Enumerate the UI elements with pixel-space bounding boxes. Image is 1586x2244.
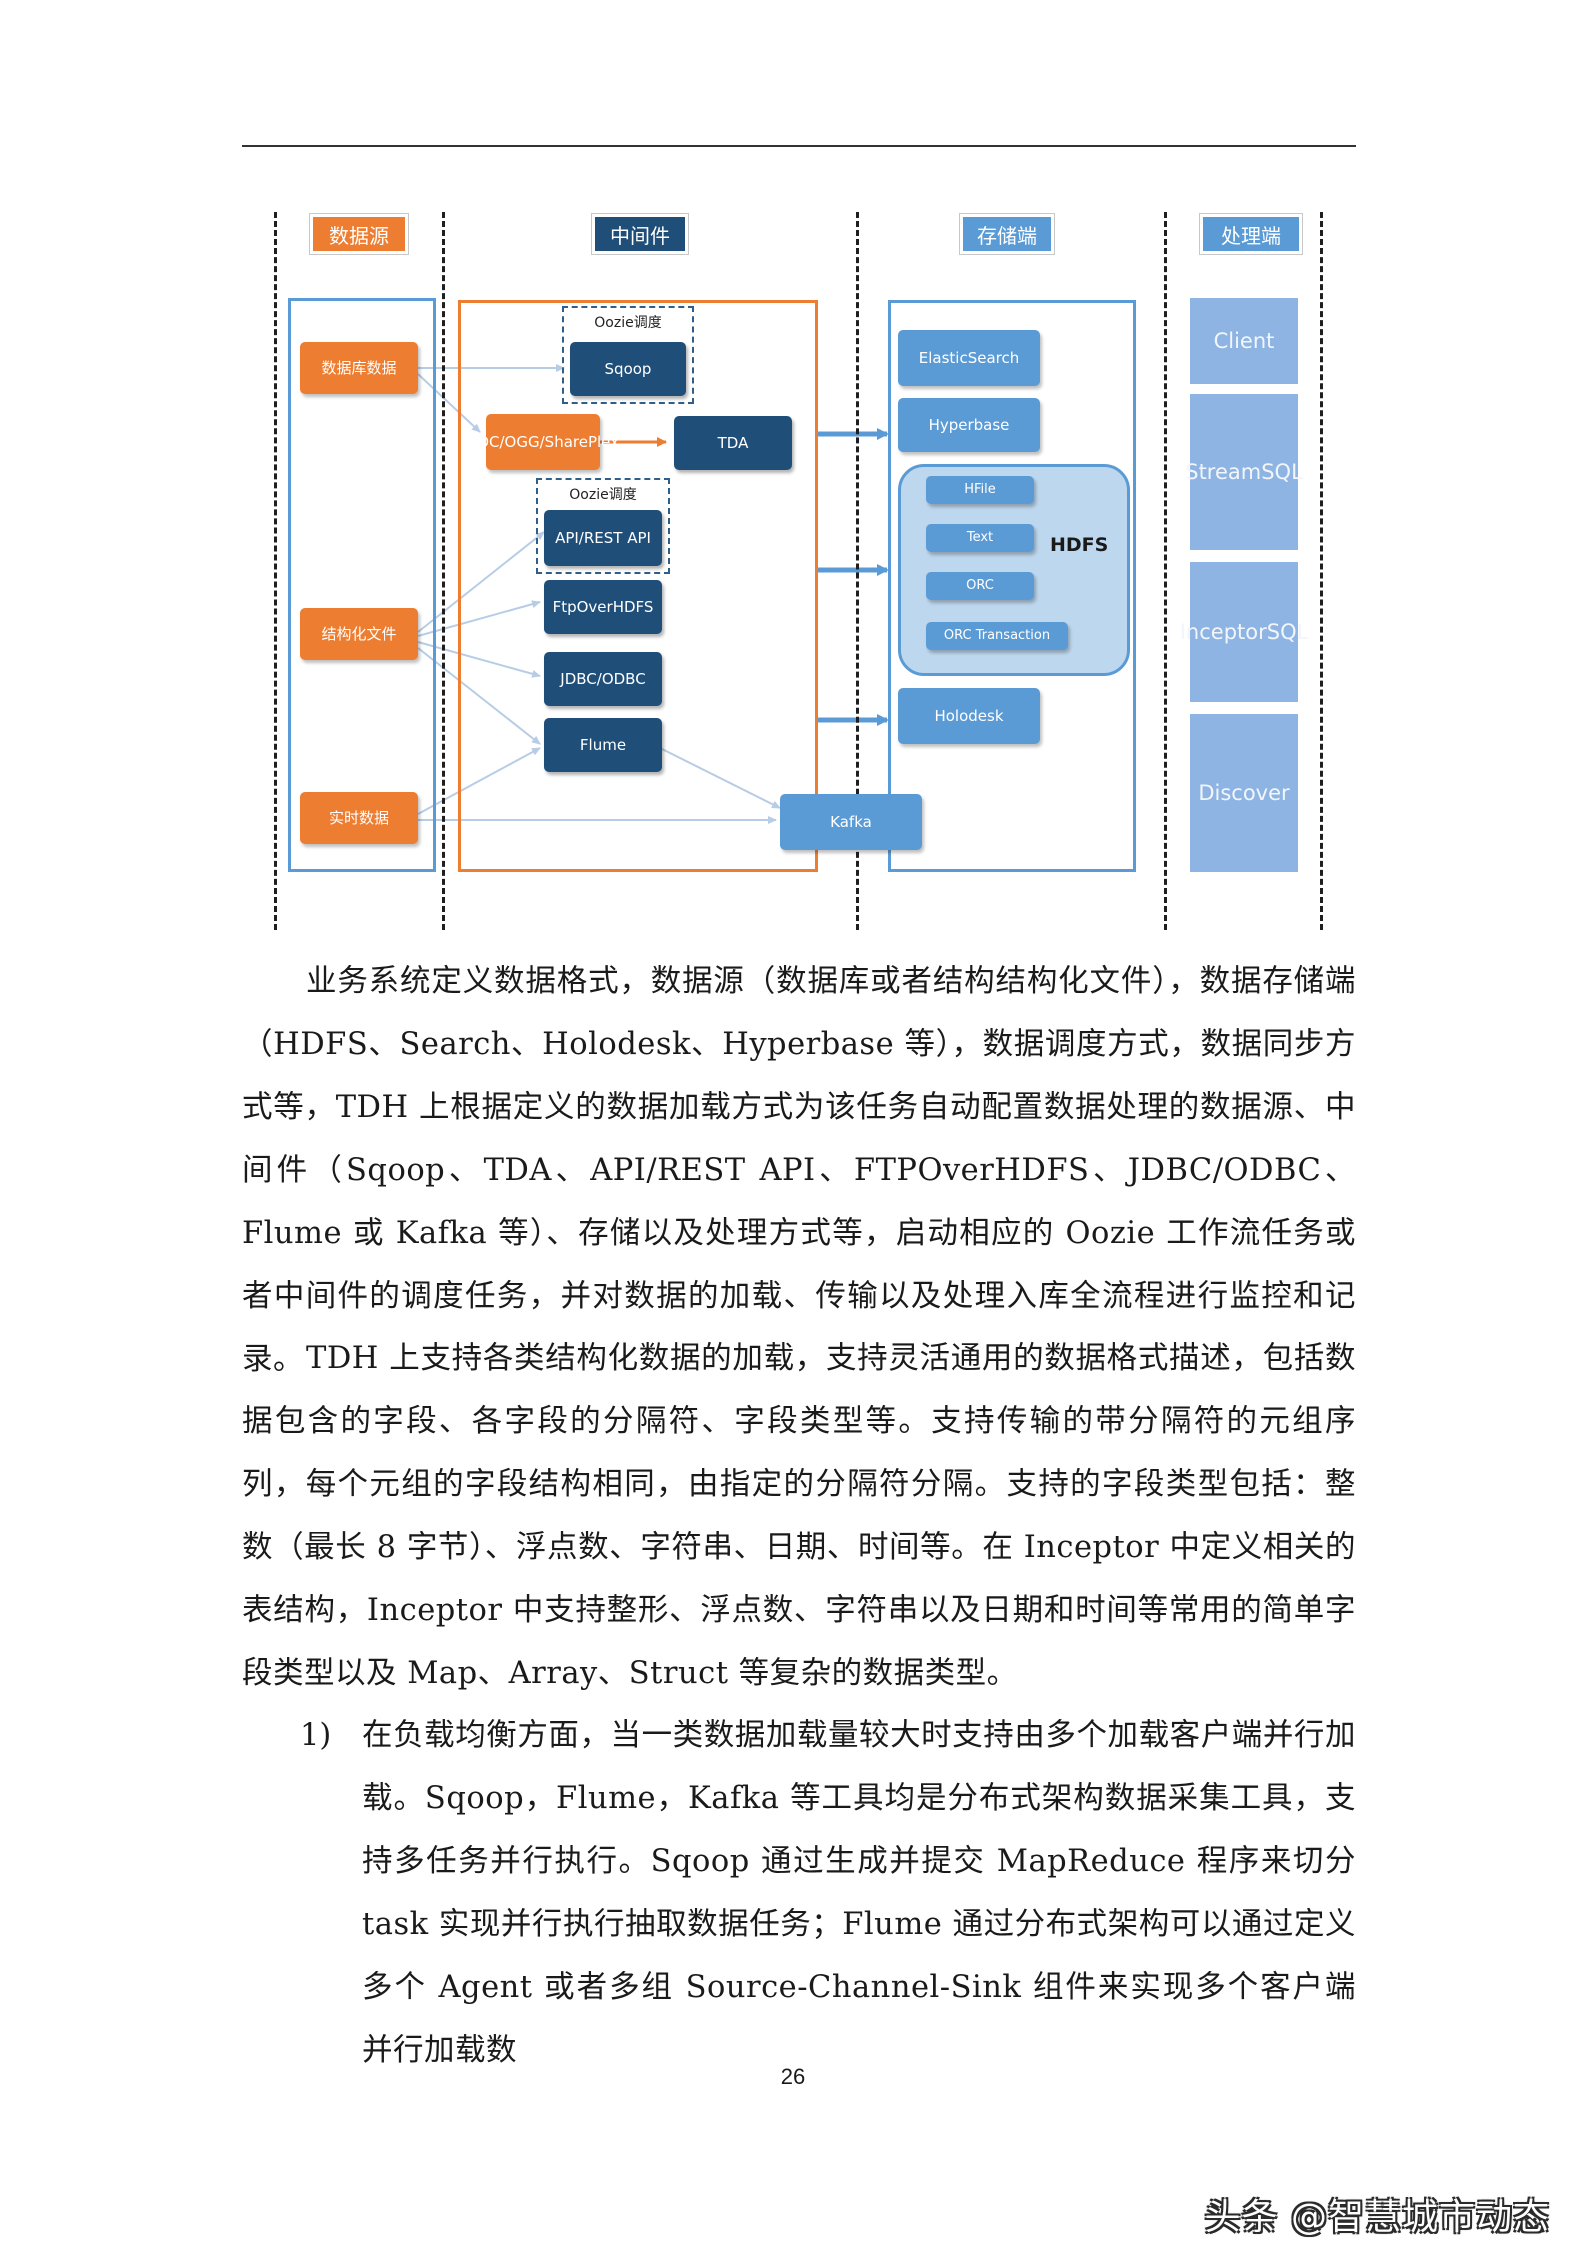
inceptor-sql-line2: SQL — [1266, 619, 1309, 644]
paragraph-1: 业务系统定义数据格式，数据源（数据库或者结构结构化文件），数据存储端（HDFS、… — [242, 964, 1356, 1377]
oozie-schedule-group: Oozie调度 — [562, 306, 694, 404]
source-realtime: 实时数据 — [300, 792, 418, 844]
watermark: 头条 @智慧城市动态 — [1204, 2197, 1550, 2238]
node-holodesk: Holodesk — [898, 688, 1040, 744]
node-elasticsearch: ElasticSearch — [898, 330, 1040, 386]
column-separator — [442, 212, 445, 930]
oozie-schedule-label: Oozie调度 — [569, 487, 637, 503]
source-link-lines — [417, 364, 781, 824]
node-text: Text — [926, 524, 1034, 552]
stream-sql-line2: SQL — [1261, 459, 1303, 484]
cdc-label-line1: CDC/OGG/ — [467, 432, 545, 451]
node-hfile: HFile — [926, 476, 1034, 504]
list-item-text: 在负载均衡方面，当一类数据加载量较大时支持由多个加载客户端并行加载。Sqoop，… — [362, 1718, 1356, 2068]
node-jdbc-odbc: JDBC/ODBC — [544, 652, 662, 706]
middleware-frame — [458, 300, 818, 872]
node-sqoop: Sqoop — [570, 342, 686, 396]
inceptor-sql-line1: Inceptor — [1179, 619, 1267, 644]
proc-inceptor-sql: Inceptor SQL — [1180, 562, 1308, 702]
architecture-diagram: 数据源 中间件 存储端 处理端 数据库数据 结构化文件 实时数据 Oozie调度… — [262, 200, 1342, 940]
column-separator — [1320, 212, 1323, 930]
header-rule — [242, 145, 1356, 147]
node-tda: TDA — [674, 416, 792, 470]
header-data-source: 数据源 — [309, 213, 409, 255]
node-orc-transaction: ORC Transaction — [926, 622, 1068, 650]
node-flume: Flume — [544, 718, 662, 772]
column-separator — [1164, 212, 1167, 930]
storage-frame — [888, 300, 1136, 872]
node-cdc-ogg-shareplex: CDC/OGG/ SharePlex — [467, 414, 619, 470]
source-structured-file: 结构化文件 — [300, 608, 418, 660]
proc-stream-sql: Stream SQL — [1185, 394, 1303, 550]
node-kafka: Kafka — [780, 794, 922, 850]
node-orc: ORC — [926, 572, 1034, 600]
paragraph-2: TDH 上支持各类结构化数据的加载，支持灵活通用的数据格式描述，包括数据包含的字… — [242, 1341, 1356, 1691]
list-item-number: 1) — [300, 1718, 332, 1753]
node-api-rest: API/REST API — [544, 510, 662, 566]
page-number: 26 — [780, 2064, 806, 2089]
node-hyperbase: Hyperbase — [898, 398, 1040, 452]
diagram-links — [417, 364, 889, 824]
oozie-schedule-label: Oozie调度 — [594, 315, 662, 331]
stream-sql-line1: Stream — [1185, 459, 1262, 484]
proc-discover: Discover — [1190, 714, 1298, 872]
column-separator — [274, 212, 277, 930]
header-processing: 处理端 — [1199, 213, 1303, 255]
storage-link-arrows — [816, 428, 889, 726]
source-database: 数据库数据 — [300, 342, 418, 394]
source-frame — [288, 298, 436, 872]
column-separator — [856, 212, 859, 930]
proc-client: Client — [1190, 298, 1298, 384]
header-storage: 存储端 — [959, 213, 1055, 255]
cdc-label-line2: SharePlex — [544, 432, 620, 451]
oozie-schedule-group: Oozie调度 — [536, 478, 670, 574]
header-middleware: 中间件 — [591, 213, 689, 255]
node-ftp-over-hdfs: FtpOverHDFS — [544, 580, 662, 634]
hdfs-label: HDFS — [1050, 534, 1109, 556]
